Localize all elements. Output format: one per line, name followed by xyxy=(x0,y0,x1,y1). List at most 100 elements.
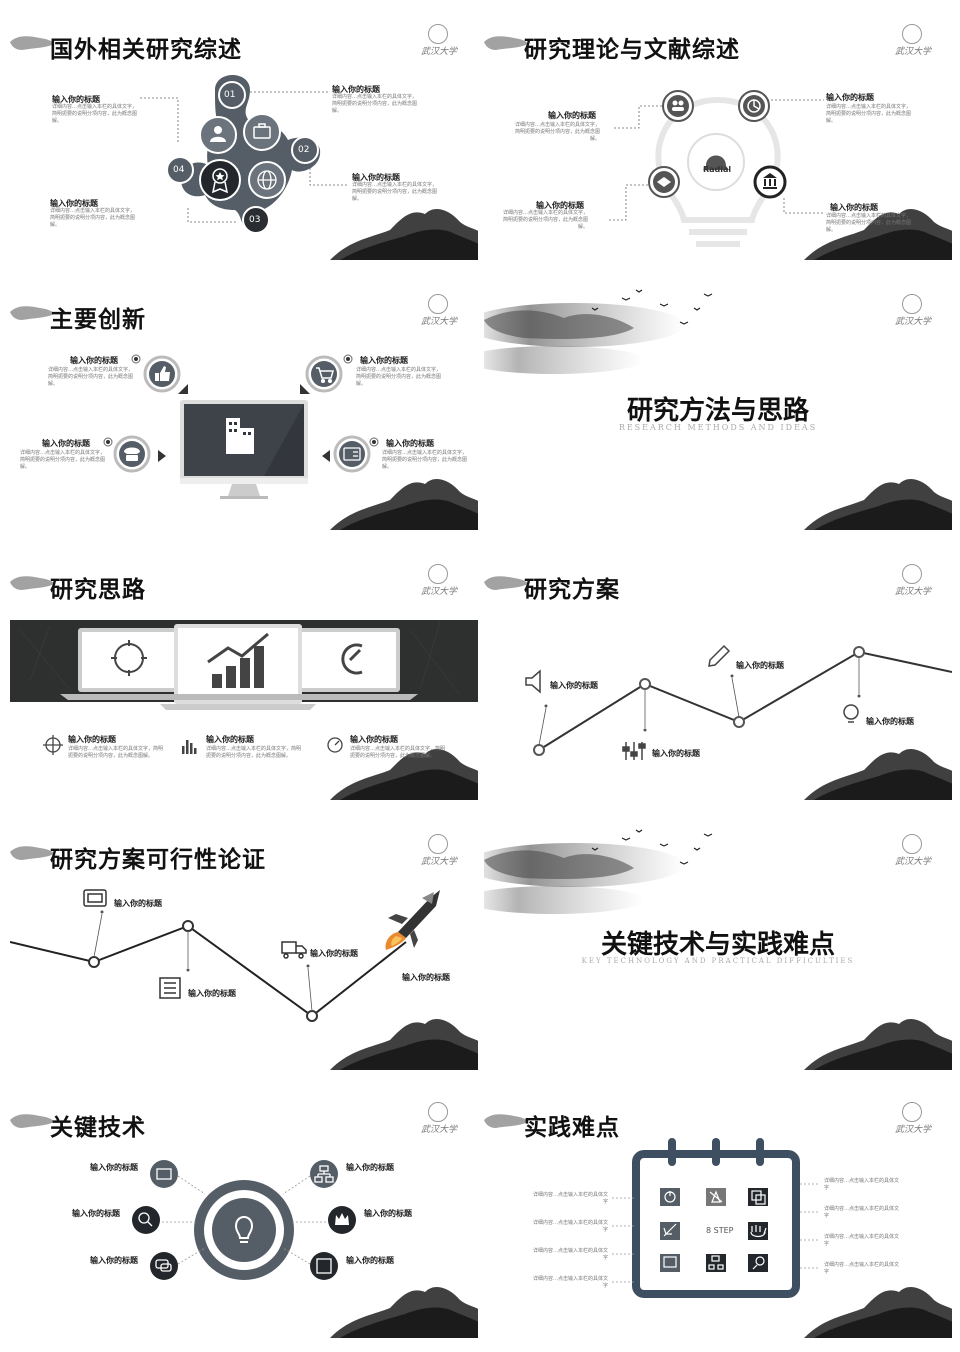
slide-feasibility[interactable]: 研究方案可行性论证 武汉大学 输入你的标题 输入你的标题 输入你的标题 输入你的… xyxy=(10,820,478,1077)
item-title[interactable]: 输入你的标题 xyxy=(346,1163,394,1172)
item-title[interactable]: 输入你的标题 xyxy=(352,173,400,182)
item-desc: 详细内容…点击输入本栏的具体文字，简明扼要的说明分项内容，此为概念图解。 xyxy=(332,94,418,114)
item-title[interactable]: 输入你的标题 xyxy=(830,203,878,212)
timer-icon xyxy=(327,737,343,753)
item-title[interactable]: 输入你的标题 xyxy=(332,85,380,94)
item-title[interactable]: 输入你的标题 xyxy=(360,356,408,365)
item-desc: 详细内容…点击输入本栏的具体文字 xyxy=(532,1276,608,1289)
rocket-icon xyxy=(385,890,440,950)
brush-mark xyxy=(10,304,54,322)
university-seal: 武汉大学 xyxy=(890,24,936,58)
item-title[interactable]: 输入你的标题 xyxy=(826,93,874,102)
university-seal: 武汉大学 xyxy=(890,1102,936,1136)
section-subtitle: KEY TECHNOLOGY AND PRACTICAL DIFFICULTIE… xyxy=(581,957,855,965)
briefcase-icon xyxy=(253,123,271,139)
item-desc: 详细内容…点击输入本栏的具体文字，简明扼要的说明分项内容，此为概念图解。 xyxy=(356,367,442,387)
item-title[interactable]: 输入你的标题 xyxy=(310,949,358,958)
slide-title: 研究方案可行性论证 xyxy=(50,846,266,873)
slide-graphics xyxy=(103,354,478,537)
item-title[interactable]: 输入你的标题 xyxy=(350,735,398,744)
slide-research-plan[interactable]: 研究方案 武汉大学 输入你的标题 输入你的标题 输入你的标题 输入你的标题 xyxy=(484,550,952,807)
university-seal: 武汉大学 xyxy=(416,564,462,598)
item-title[interactable]: 输入你的标题 xyxy=(70,356,118,365)
award-icon xyxy=(211,168,229,194)
item-title[interactable]: 输入你的标题 xyxy=(68,735,116,744)
item-title[interactable]: 输入你的标题 xyxy=(736,661,784,670)
item-title[interactable]: 输入你的标题 xyxy=(206,735,254,744)
item-desc: 详细内容…点击输入本栏的具体文字，简明扼要的说明分项内容，此为概念图解。 xyxy=(20,450,106,470)
university-seal: 武汉大学 xyxy=(416,1102,462,1136)
item-desc: 详细内容…点击输入本栏的具体文字，简明扼要的说明分项内容，此为概念图解。 xyxy=(350,746,446,759)
hand-icon xyxy=(750,1225,767,1238)
tv-icon xyxy=(83,889,107,907)
item-desc: 详细内容…点击输入本栏的具体文字，简明扼要的说明分项内容，此为概念图解。 xyxy=(826,213,912,233)
id-card-icon xyxy=(156,1168,172,1180)
num-01: 01 xyxy=(224,90,236,100)
item-title[interactable]: 输入你的标题 xyxy=(866,717,914,726)
search-icon xyxy=(752,1256,765,1270)
slide-section-methods[interactable]: 研究方法与思路 RESEARCH METHODS AND IDEAS 武汉大学 xyxy=(484,280,952,537)
item-desc: 详细内容…点击输入本栏的具体文字，简明扼要的说明分项内容，此为概念图解。 xyxy=(352,182,438,202)
team-target-icon xyxy=(111,640,147,676)
item-title[interactable]: 输入你的标题 xyxy=(90,1256,138,1265)
item-title[interactable]: 输入你的标题 xyxy=(386,439,434,448)
slide-graphics xyxy=(10,889,478,1077)
item-title[interactable]: 输入你的标题 xyxy=(72,1209,120,1218)
slide-graphics xyxy=(612,1138,952,1345)
layers-icon xyxy=(751,1190,766,1205)
item-desc: 详细内容…点击输入本栏的具体文字 xyxy=(824,1206,900,1219)
slide-title: 实践难点 xyxy=(524,1114,620,1141)
item-title[interactable]: 输入你的标题 xyxy=(114,899,162,908)
truck-icon xyxy=(281,941,307,959)
slide-graphics xyxy=(484,289,952,537)
slide-graphics xyxy=(10,620,478,807)
mute-icon xyxy=(709,1190,723,1203)
slide-title: 研究思路 xyxy=(50,576,146,603)
section-title: 研究方法与思路 xyxy=(626,396,809,426)
item-title[interactable]: 输入你的标题 xyxy=(346,1256,394,1265)
slide-theory-review[interactable]: 研究理论与文献综述 武汉大学 Radial 输入你的标题 详细内容…点击输入本栏… xyxy=(484,10,952,267)
slide-title: 关键技术 xyxy=(50,1114,146,1141)
item-desc: 详细内容…点击输入本栏的具体文字 xyxy=(824,1178,900,1191)
section-subtitle: RESEARCH METHODS AND IDEAS xyxy=(618,423,818,432)
phone-icon xyxy=(124,447,140,461)
num-03: 03 xyxy=(249,215,261,225)
equalizer-icon xyxy=(622,742,646,760)
university-seal: 武汉大学 xyxy=(890,834,936,868)
chat-icon xyxy=(155,1259,172,1272)
university-seal: 武汉大学 xyxy=(890,564,936,598)
item-desc: 详细内容…点击输入本栏的具体文字 xyxy=(824,1262,900,1275)
item-title[interactable]: 输入你的标题 xyxy=(50,199,98,208)
brush-mark xyxy=(484,1112,528,1130)
slide-foreign-research[interactable]: 国外相关研究综述 武汉大学 01 02 03 04 输入你的标题 详细内容…点击… xyxy=(10,10,478,267)
item-title[interactable]: 输入你的标题 xyxy=(548,111,596,120)
university-seal: 武汉大学 xyxy=(416,294,462,328)
newspaper-icon xyxy=(159,977,181,999)
item-title[interactable]: 输入你的标题 xyxy=(52,95,100,104)
network-icon xyxy=(314,1165,334,1183)
item-title[interactable]: 输入你的标题 xyxy=(188,989,236,998)
slide-title: 主要创新 xyxy=(50,306,146,333)
item-title[interactable]: 输入你的标题 xyxy=(42,439,90,448)
slide-difficulties[interactable]: 实践难点 武汉大学 8 STEP 详细内容…点击输入本栏的具体文字 详细内容…点… xyxy=(484,1088,952,1345)
item-title[interactable]: 输入你的标题 xyxy=(402,973,450,982)
item-title[interactable]: 输入你的标题 xyxy=(536,201,584,210)
bar-chart-icon xyxy=(207,632,269,688)
num-01-circle xyxy=(218,81,246,109)
slide-innovation[interactable]: 主要创新 武汉大学 输入你的标题 详细内容…点击输入本栏的具体文字，简明扼要的说… xyxy=(10,280,478,537)
slide-research-ideas[interactable]: 研究思路 武汉大学 输入你的标题 详细内容…点击输入本栏的具体文字，简明扼要的说… xyxy=(10,550,478,807)
slide-section-key-tech[interactable]: 关键技术与实践难点 KEY TECHNOLOGY AND PRACTICAL D… xyxy=(484,820,952,1077)
item-title[interactable]: 输入你的标题 xyxy=(364,1209,412,1218)
slide-key-tech[interactable]: 关键技术 武汉大学 输入你的标题 输入你的标题 输入你的标题 输入你的标题 输入… xyxy=(10,1088,478,1345)
speaker-icon xyxy=(525,669,541,694)
slide-graphics xyxy=(525,644,952,807)
slide-title: 国外相关研究综述 xyxy=(50,36,242,63)
item-desc: 详细内容…点击输入本栏的具体文字，简明扼要的说明分项内容，此为概念图解。 xyxy=(52,104,138,124)
star-icon xyxy=(215,172,225,181)
item-title[interactable]: 输入你的标题 xyxy=(652,749,700,758)
item-title[interactable]: 输入你的标题 xyxy=(90,1163,138,1172)
group-icon xyxy=(672,100,684,111)
item-desc: 详细内容…点击输入本栏的具体文字，简明扼要的说明分项内容，此为概念图解。 xyxy=(68,746,164,759)
item-title[interactable]: 输入你的标题 xyxy=(550,681,598,690)
crown-icon xyxy=(335,1213,349,1225)
